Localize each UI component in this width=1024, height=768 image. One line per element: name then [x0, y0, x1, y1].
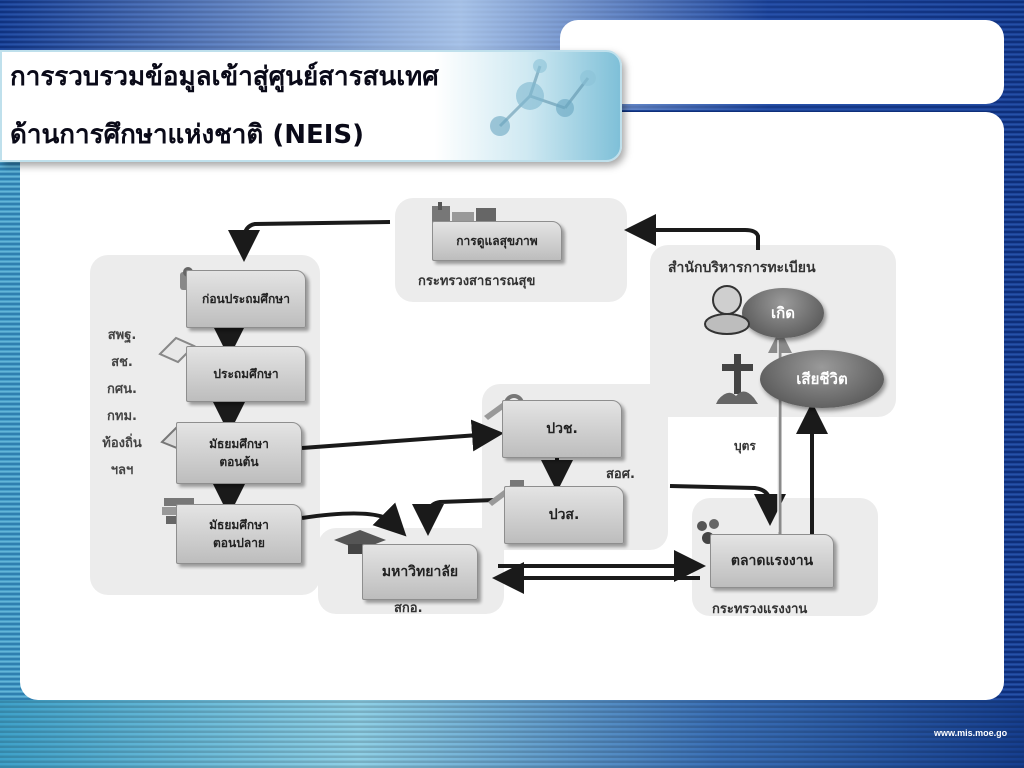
- slide-title-line-2: ด้านการศึกษาแห่งชาติ (NEIS): [10, 120, 365, 150]
- arrow-vocational-to-labor: [669, 484, 786, 526]
- node-preschool: ก่อนประถมศึกษา: [186, 270, 306, 328]
- basic-education-agency-list: สพฐ. สช. กศน. กทม. ท้องถิ่น ฯลฯ: [84, 322, 160, 484]
- node-upper-secondary-line2: ตอนปลาย: [213, 536, 265, 550]
- node-university: มหาวิทยาลัย: [362, 544, 478, 600]
- label-registry-bureau: สำนักบริหารการทะเบียน: [668, 260, 816, 276]
- top-white-panel: [560, 20, 1004, 104]
- label-university-agency: สกอ.: [394, 601, 423, 616]
- node-lower-secondary-line1: มัธยมศึกษา: [209, 437, 269, 451]
- node-upper-secondary: มัธยมศึกษา ตอนปลาย: [176, 504, 302, 564]
- oval-death: เสียชีวิต: [760, 350, 884, 408]
- agency-item: ท้องถิ่น: [102, 436, 142, 451]
- arrow-lower-secondary-to-pvc: [301, 419, 504, 452]
- grave-cross-icon: [716, 354, 758, 404]
- agency-item: ฯลฯ: [110, 463, 134, 478]
- agency-item: กศน.: [107, 382, 137, 397]
- arrow-pvs-to-university: [412, 498, 496, 536]
- workers-icon: [697, 519, 719, 544]
- agency-item: สช.: [111, 355, 133, 370]
- agency-item: สพฐ.: [107, 328, 137, 343]
- label-ministry-of-labor: กระทรวงแรงงาน: [712, 602, 808, 617]
- node-upper-secondary-line1: มัธยมศึกษา: [209, 518, 269, 532]
- node-health-care: การดูแลสุขภาพ: [432, 221, 562, 261]
- node-primary: ประถมศึกษา: [186, 346, 306, 402]
- label-children: บุตร: [734, 439, 756, 453]
- label-ministry-of-health: กระทรวงสาธารณสุข: [418, 274, 536, 289]
- node-labor-market: ตลาดแรงงาน: [710, 534, 834, 588]
- agency-item: กทม.: [107, 409, 137, 424]
- background-bottom-band: [0, 700, 1024, 768]
- baby-icon: [704, 285, 750, 335]
- label-vocational-agency: สอศ.: [606, 467, 635, 482]
- oval-birth: เกิด: [742, 288, 824, 338]
- arrow-upper-secondary-to-university: [301, 502, 407, 537]
- arrow-registry-to-health: [624, 214, 760, 250]
- node-lower-secondary-line2: ตอนต้น: [219, 455, 259, 469]
- node-pvc: ปวช.: [502, 400, 622, 458]
- slide-title-line-1: การรวบรวมข้อมูลเข้าสู่ศูนย์สารสนเทศ: [10, 62, 439, 92]
- node-lower-secondary: มัธยมศึกษา ตอนต้น: [176, 422, 302, 484]
- footer-url: www.mis.moe.go: [934, 728, 1008, 738]
- molecule-decoration-icon: [490, 59, 596, 136]
- arrow-health-to-school: [228, 220, 391, 262]
- node-pvs: ปวส.: [504, 486, 624, 544]
